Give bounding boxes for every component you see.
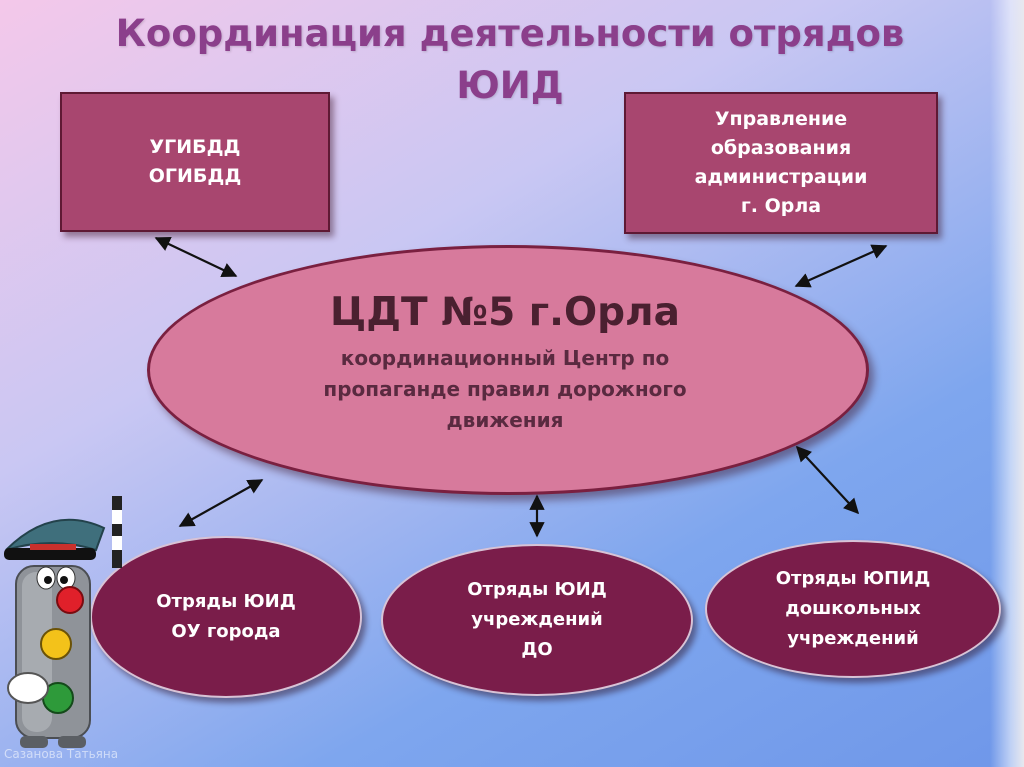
arrow-center-to-squads-schools — [178, 479, 264, 527]
arrow-center-to-education-department — [794, 244, 888, 288]
page-curl-edge — [990, 0, 1024, 767]
author-credit: Сазанова Татьяна — [4, 747, 119, 761]
traffic-light-mascot-icon — [4, 496, 122, 748]
node-squads-preschool-label: Отряды ЮПИД дошкольных учреждений — [775, 568, 931, 649]
node-squads-additional-education: Отряды ЮИД учреждений ДО — [381, 544, 693, 696]
node-ugibdd: УГИБДД ОГИБДД — [60, 92, 330, 232]
node-center-ellipse — [147, 245, 869, 495]
node-squads-schools: Отряды ЮИД ОУ города — [90, 536, 362, 698]
node-center-subtitle: координационный Центр по пропаганде прав… — [323, 346, 687, 432]
arrow-center-to-squads-preschool — [795, 445, 860, 515]
node-center-title: ЦДТ №5 г.Орла — [330, 290, 680, 335]
node-education-department: Управление образования администрации г. … — [624, 92, 938, 234]
node-squads-additional-education-label: Отряды ЮИД учреждений ДО — [467, 579, 607, 660]
node-education-department-label: Управление образования администрации г. … — [694, 108, 868, 217]
node-squads-schools-label: Отряды ЮИД ОУ города — [156, 591, 296, 642]
slide-title: Координация деятельности отрядов ЮИД — [115, 12, 905, 107]
node-squads-preschool: Отряды ЮПИД дошкольных учреждений — [705, 540, 1001, 678]
node-ugibdd-label: УГИБДД ОГИБДД — [148, 136, 242, 187]
arrow-center-to-ugibdd — [154, 236, 238, 278]
